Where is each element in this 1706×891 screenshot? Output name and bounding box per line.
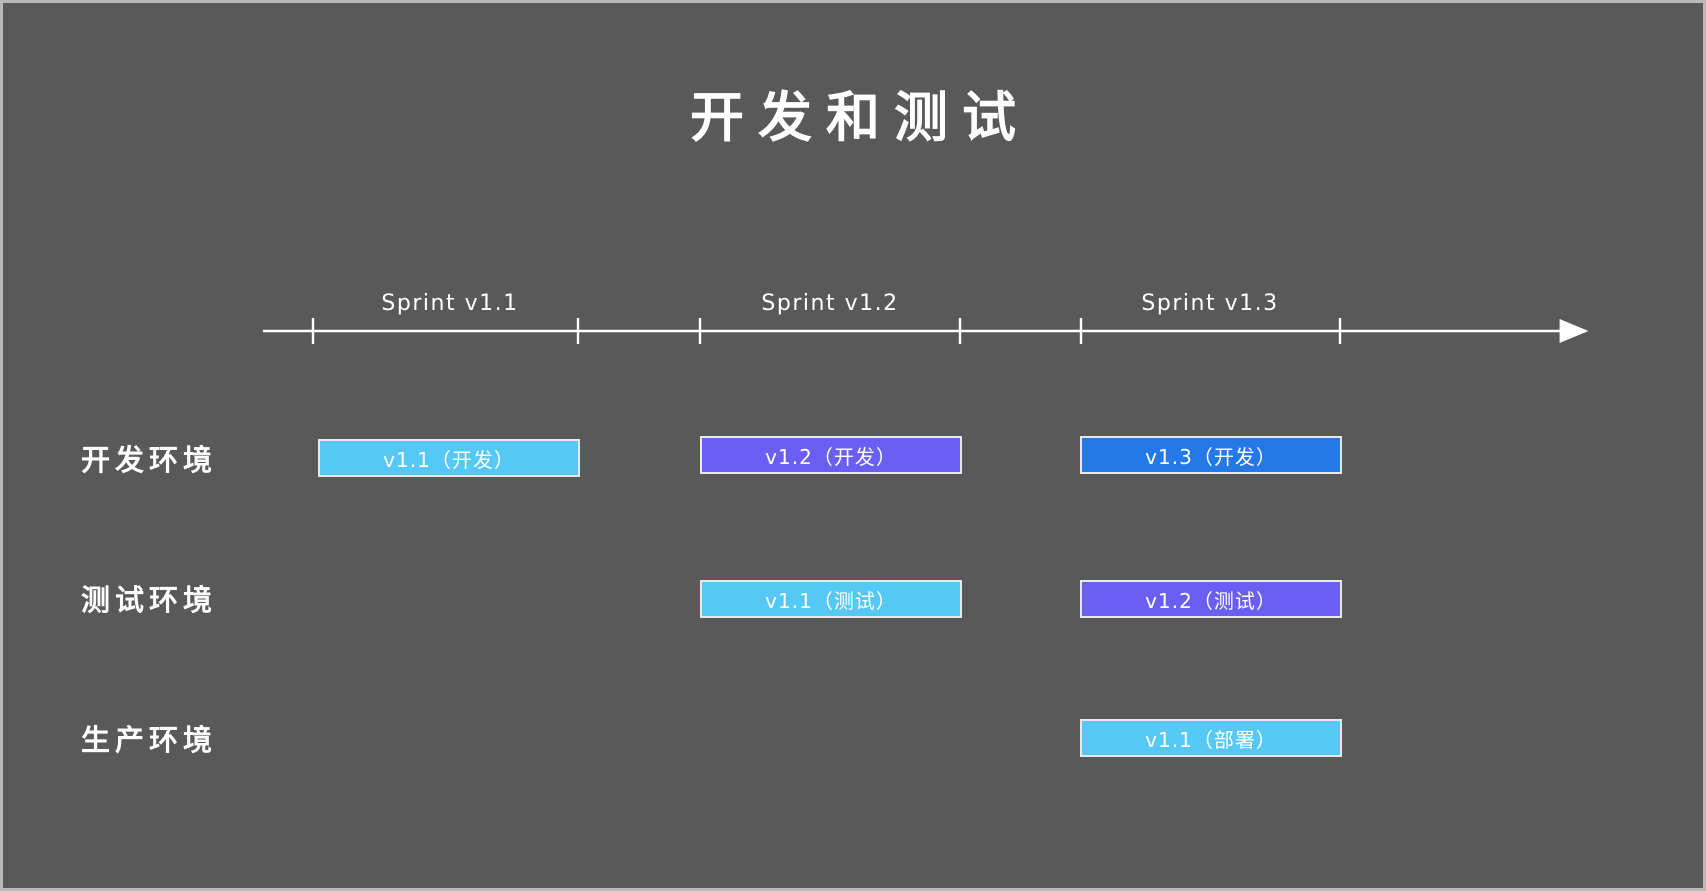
task-bar-test-v12[interactable]: v1.2（测试） — [1080, 580, 1342, 618]
page-title: 开发和测试 — [690, 86, 1030, 149]
task-bar-label: v1.1（测试） — [765, 588, 897, 613]
row-label-prod: 生产环境 — [81, 723, 218, 757]
axis-ticks — [311, 318, 1342, 344]
task-bar-dev-v13[interactable]: v1.3（开发） — [1080, 436, 1342, 474]
row-label-test: 测试环境 — [81, 583, 218, 617]
sprint-label-2: Sprint v1.2 — [761, 291, 899, 316]
task-bar-label: v1.1（部署） — [1145, 727, 1277, 752]
task-bar-test-v11[interactable]: v1.1（测试） — [700, 580, 962, 618]
task-bar-dev-v12[interactable]: v1.2（开发） — [700, 436, 962, 474]
task-bar-label: v1.1（开发） — [383, 447, 515, 472]
task-bar-dev-v11[interactable]: v1.1（开发） — [318, 439, 580, 477]
task-bar-label: v1.2（开发） — [765, 444, 897, 469]
sprint-label-3: Sprint v1.3 — [1141, 291, 1279, 316]
row-label-dev: 开发环境 — [81, 443, 218, 477]
sprint-label-1: Sprint v1.1 — [381, 291, 519, 316]
task-bar-label: v1.3（开发） — [1145, 444, 1277, 469]
task-bar-label: v1.2（测试） — [1145, 588, 1277, 613]
task-bar-prod-v11[interactable]: v1.1（部署） — [1080, 719, 1342, 757]
